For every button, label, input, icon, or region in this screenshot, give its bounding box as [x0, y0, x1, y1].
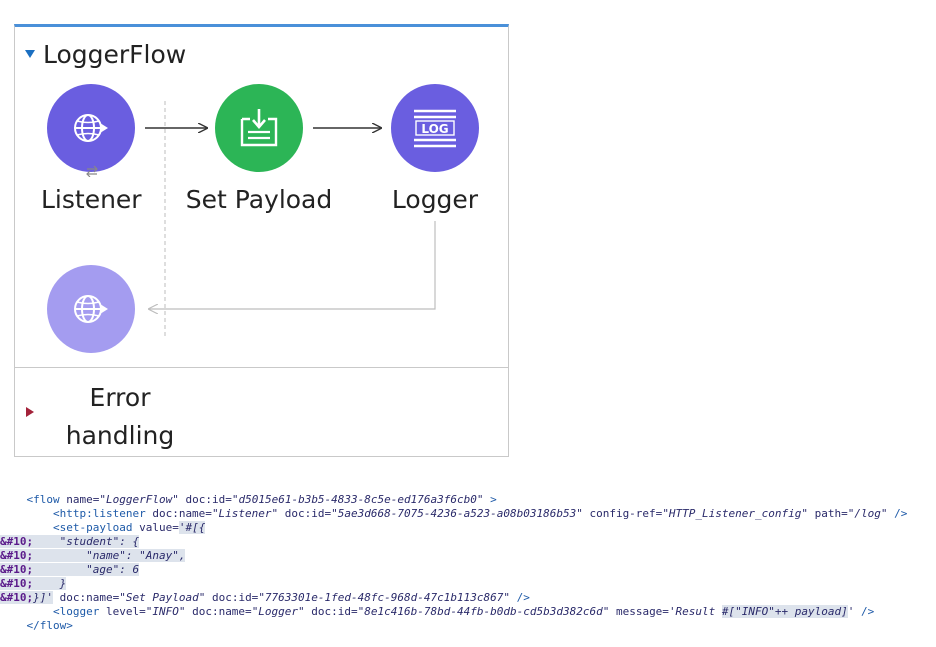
connector-logger-to-response: [149, 221, 436, 309]
code-line-payload: &#10; "age": 6: [0, 563, 140, 576]
flow-header[interactable]: LoggerFlow: [25, 39, 186, 69]
flow-title[interactable]: LoggerFlow: [43, 39, 187, 69]
set-payload-icon: [240, 109, 278, 147]
listener-label: Listener: [41, 185, 142, 214]
log-icon: LOG: [414, 109, 456, 148]
code-line-listener: <http:listener doc:name="Listener" doc:i…: [52, 507, 908, 520]
code-line-set-payload: <set-payload value='#[{: [52, 521, 206, 534]
svg-text:LOG: LOG: [421, 122, 448, 136]
listener-node[interactable]: [47, 84, 135, 172]
code-line-payload: &#10; "name": "Anay",: [0, 549, 186, 562]
collapse-caret-icon[interactable]: [25, 50, 35, 58]
error-handling-section[interactable]: Error handling: [55, 379, 185, 455]
logger-label: Logger: [391, 185, 479, 214]
xml-code-view[interactable]: <flow name="LoggerFlow" doc:id="d5015e61…: [0, 460, 936, 647]
error-handling-divider: [15, 367, 508, 368]
logger-node[interactable]: LOG: [391, 84, 479, 172]
code-line-payload: &#10; }: [0, 577, 67, 590]
code-line-logger: <logger level="INFO" doc:name="Logger" d…: [52, 605, 875, 618]
globe-arrow-icon: [74, 114, 108, 142]
code-line-flow-close: </flow>: [26, 619, 73, 632]
code-line-payload: &#10; "student": {: [0, 535, 140, 548]
code-line-payload-close: &#10;}]' doc:name="Set Payload" doc:id="…: [0, 591, 530, 604]
flow-connectors: [145, 101, 436, 339]
error-handling-label-line2: handling: [65, 421, 175, 450]
set-payload-node[interactable]: [215, 84, 303, 172]
globe-arrow-icon: [74, 295, 108, 323]
sync-swap-icon: [86, 165, 98, 177]
expand-caret-icon[interactable]: [26, 407, 34, 417]
code-line-flow-open: <flow name="LoggerFlow" doc:id="d5015e61…: [26, 493, 497, 506]
response-node[interactable]: [47, 265, 135, 353]
flow-canvas: LoggerFlow Listener: [14, 24, 509, 457]
error-handling-label-line1: Error: [89, 383, 151, 412]
set-payload-label: Set Payload: [185, 185, 333, 214]
